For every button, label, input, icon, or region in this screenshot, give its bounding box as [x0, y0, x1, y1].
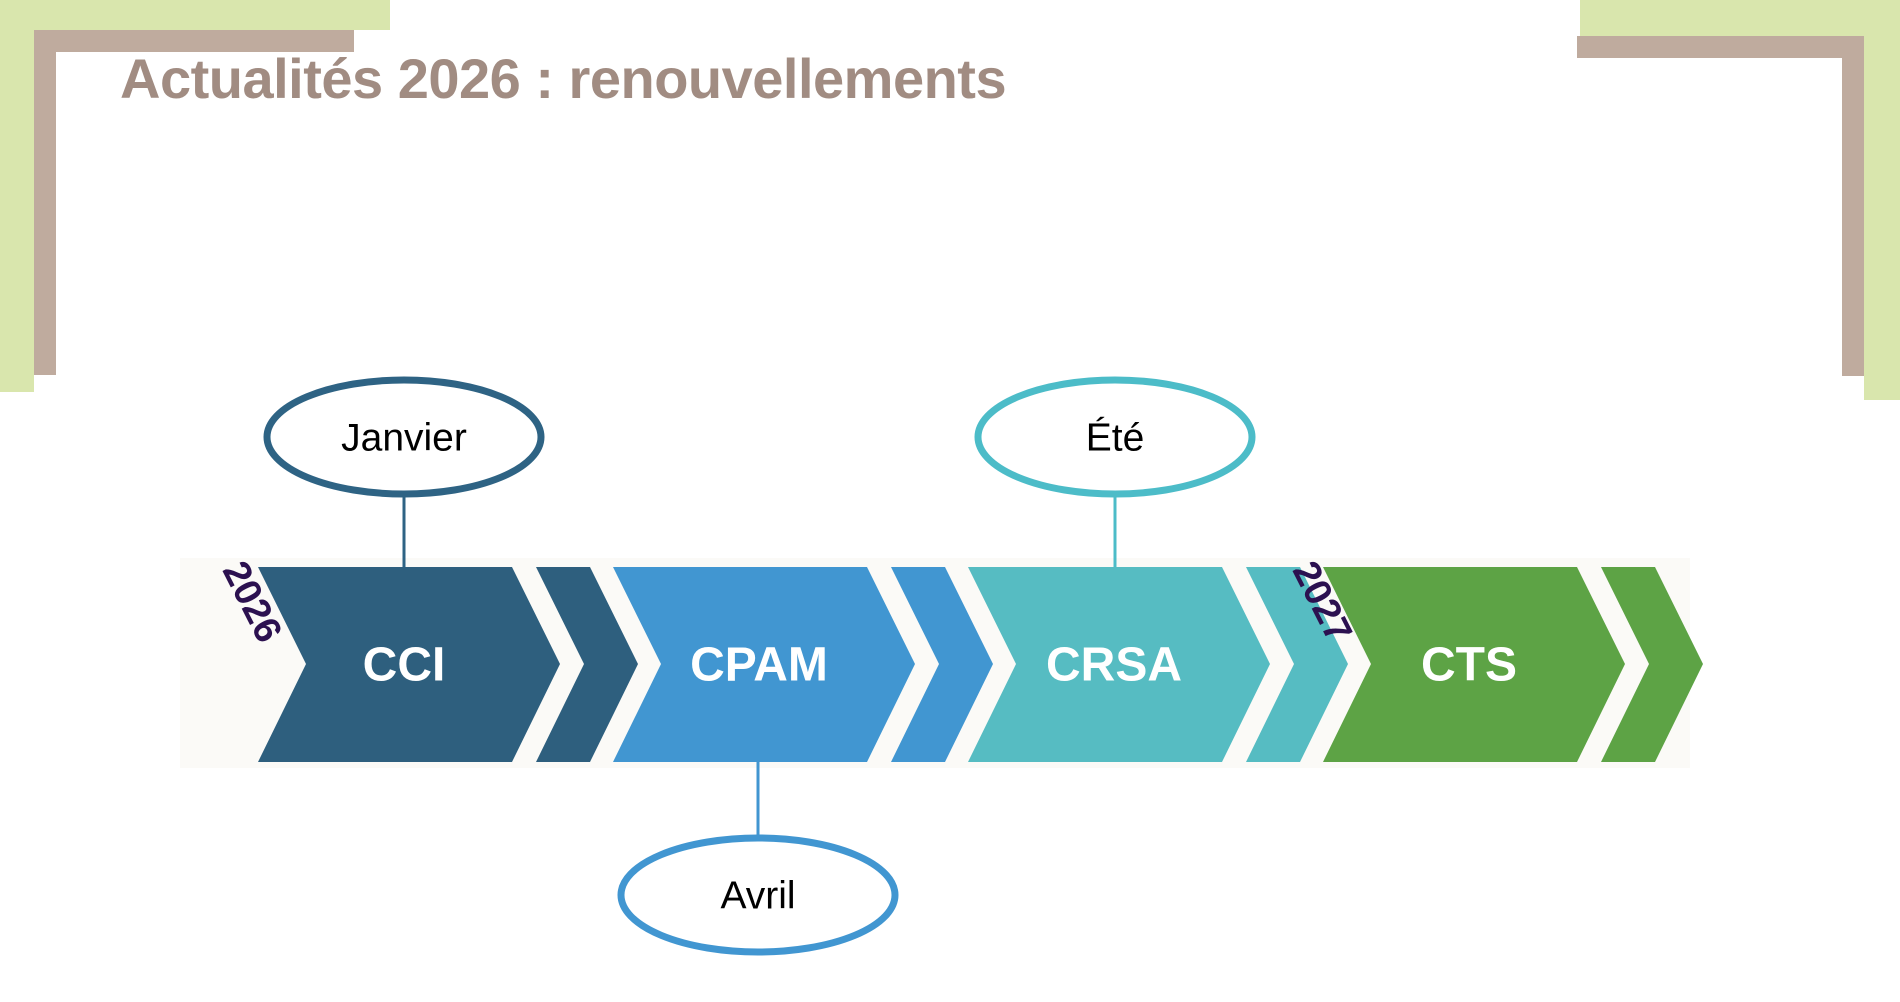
decor-left-green-bar [0, 0, 34, 392]
process-step-label-cci: CCI [363, 639, 446, 692]
decor-top-right-green-bar [1580, 0, 1900, 36]
slide-title: Actualités 2026 : renouvellements [120, 47, 1007, 110]
callout-label-avril: Avril [720, 874, 795, 917]
decor-right-green-bar [1864, 0, 1900, 400]
decor-top-left-taupe-bar [34, 30, 354, 52]
chevron-arrow-cpam [891, 567, 993, 762]
chevron-arrow-cts [1601, 567, 1703, 762]
process-step-crsa[interactable]: CRSA [968, 567, 1348, 762]
chevron-arrow-cci [536, 567, 638, 762]
callout-ete[interactable]: Été [974, 376, 1256, 498]
chevron-body-crsa[interactable] [968, 567, 1270, 762]
process-step-cci[interactable]: CCI [258, 567, 638, 762]
callout-ellipse-avril[interactable] [617, 834, 899, 956]
callout-label-janvier: Janvier [341, 416, 467, 459]
chevron-arrow-crsa [1246, 567, 1348, 762]
decor-left-taupe-bar [34, 30, 56, 375]
callout-ellipse-ete[interactable] [974, 376, 1256, 498]
process-step-label-crsa: CRSA [1046, 639, 1182, 692]
process-step-label-cts: CTS [1421, 639, 1517, 692]
decor-top-right-taupe-bar [1577, 36, 1864, 58]
decor-top-left-green-bar [0, 0, 390, 30]
callout-label-ete: Été [1086, 416, 1145, 459]
decor-right-taupe-bar [1842, 36, 1864, 376]
process-step-label-cpam: CPAM [690, 639, 828, 692]
process-step-cpam[interactable]: CPAM [613, 567, 993, 762]
chevron-body-cci[interactable] [258, 567, 560, 762]
callout-ellipse-janvier[interactable] [263, 376, 545, 498]
process-step-cts[interactable]: CTS [1323, 567, 1703, 762]
chevron-body-cpam[interactable] [613, 567, 915, 762]
callout-avril[interactable]: Avril [617, 834, 899, 956]
callout-janvier[interactable]: Janvier [263, 376, 545, 498]
chevron-body-cts[interactable] [1323, 567, 1625, 762]
